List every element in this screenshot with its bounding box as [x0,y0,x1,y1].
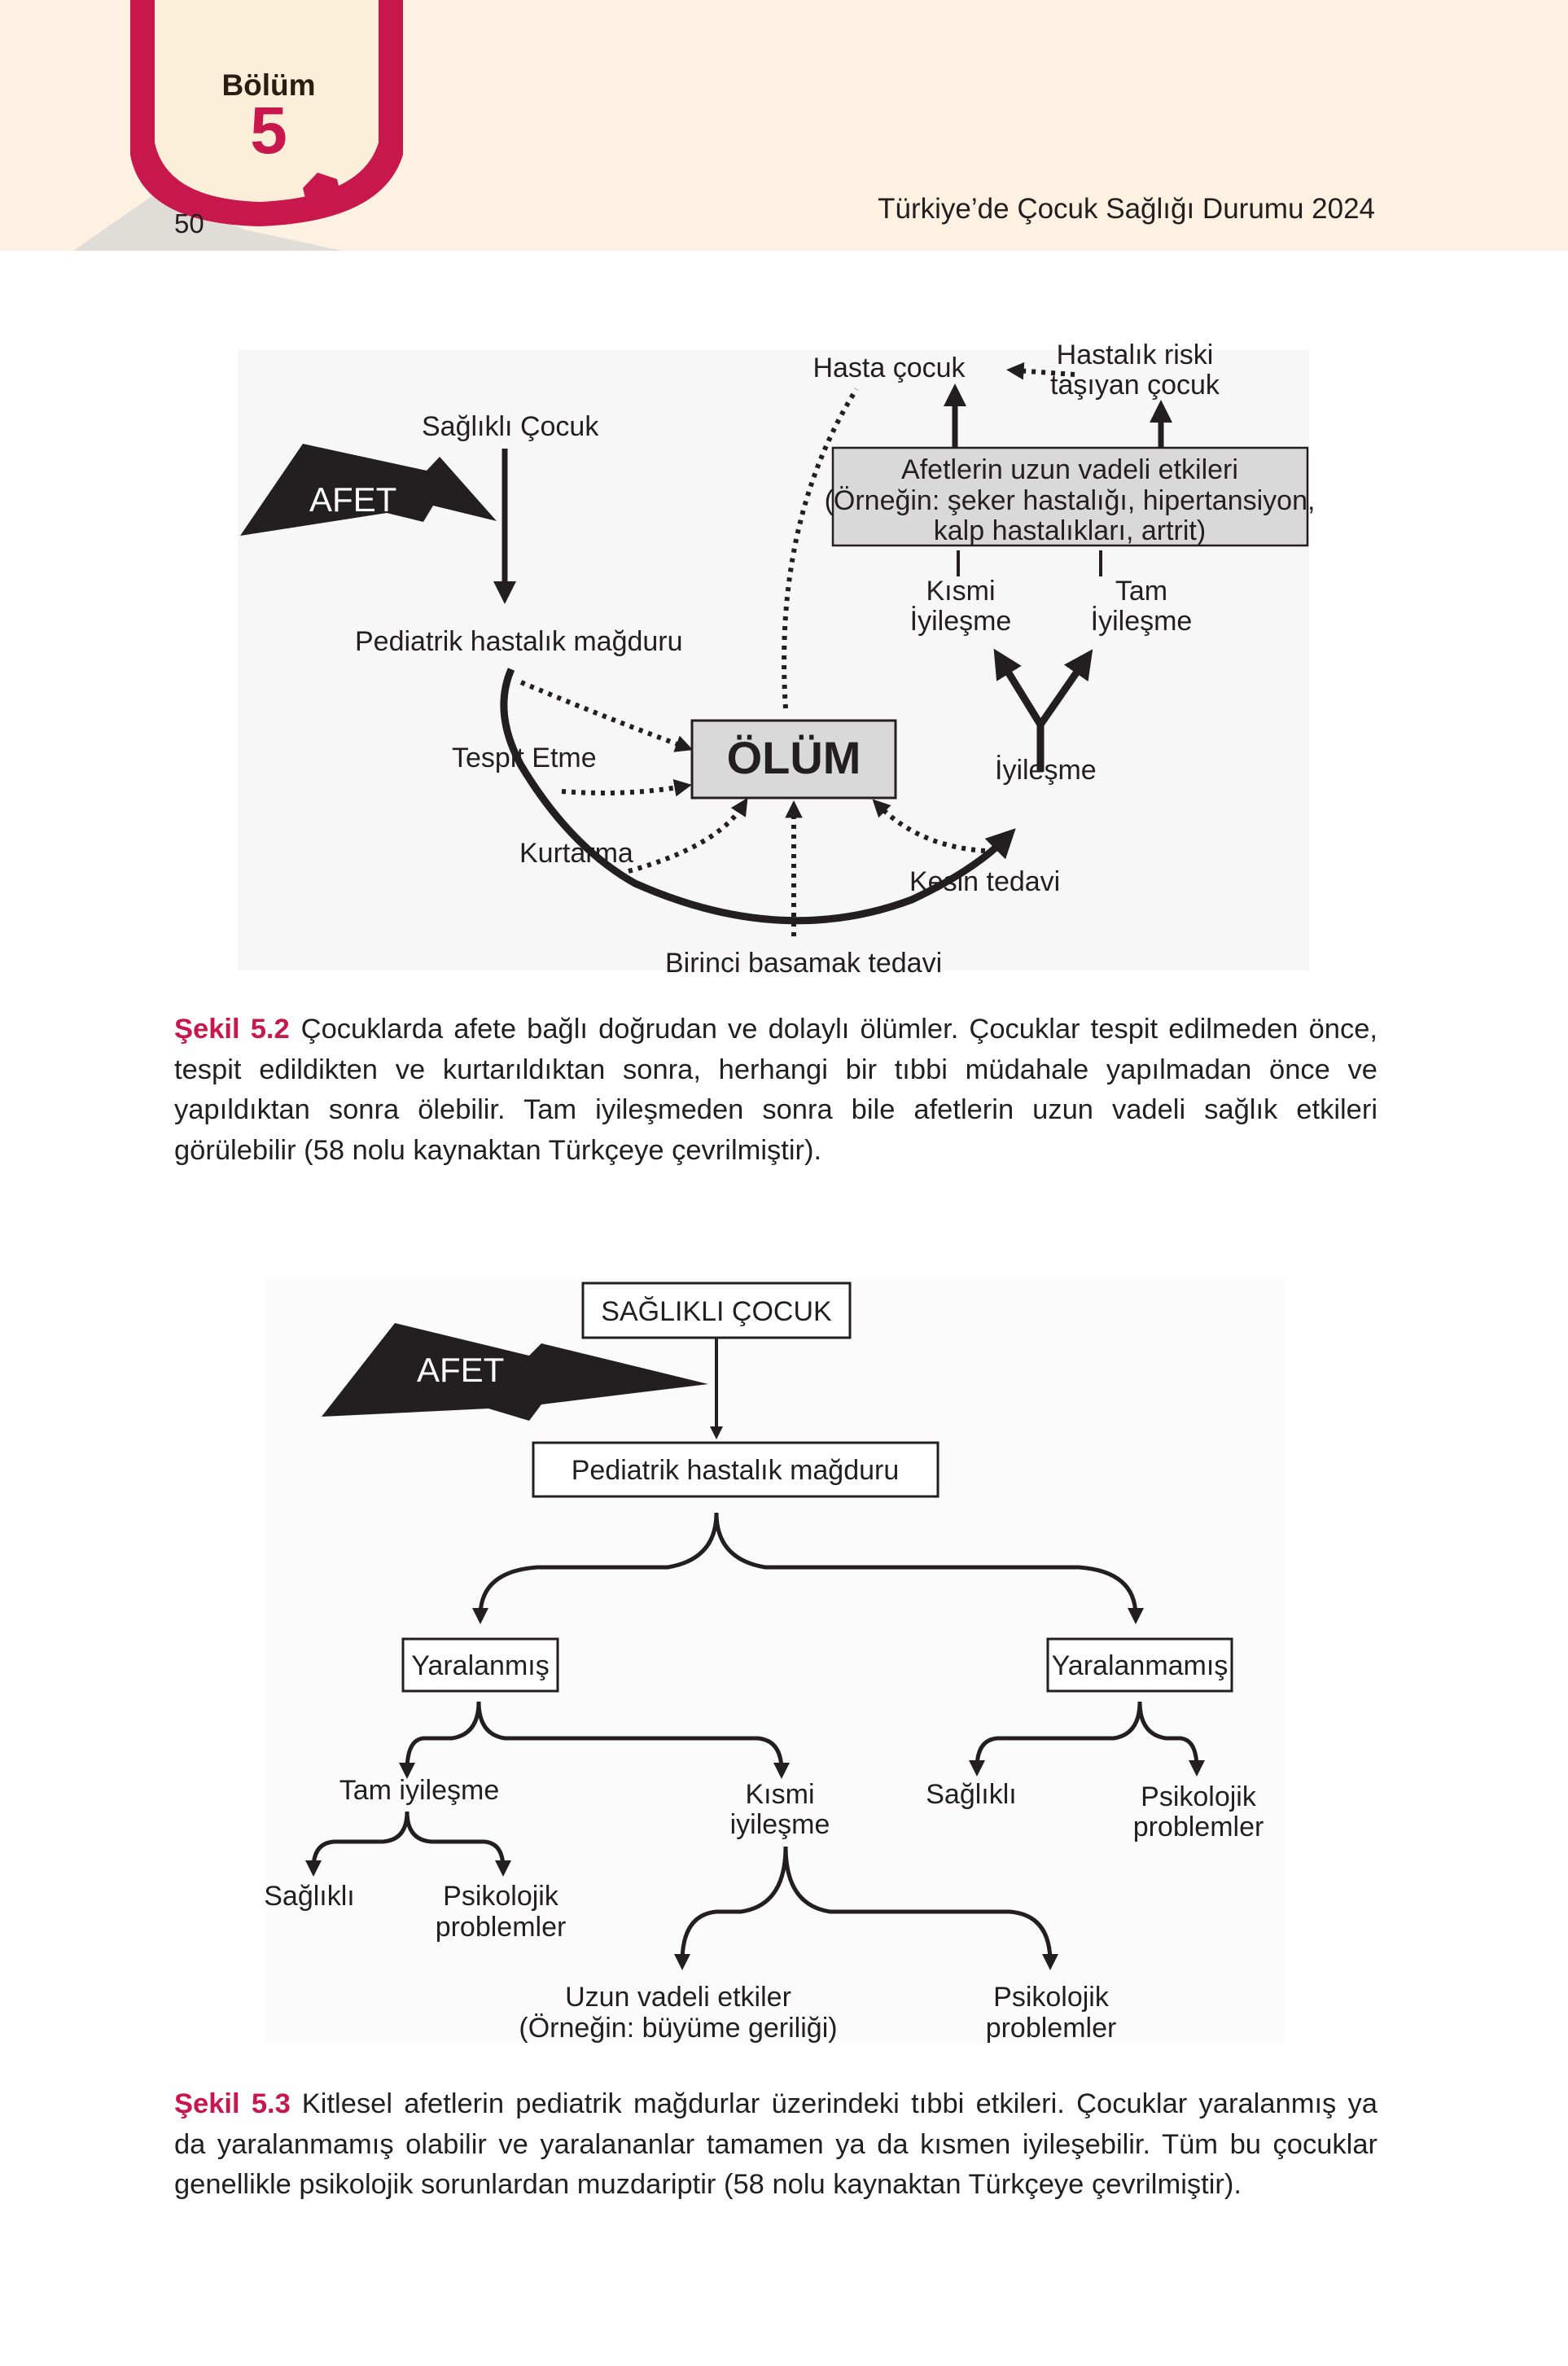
brace-to-saglikli-left [305,1811,410,1877]
arrow-to-kismi [993,648,1044,727]
brace-to-tam [399,1701,481,1779]
saglikli-right-label: Sağlıklı [926,1779,1017,1810]
treatment-pathway-curve [500,668,1016,925]
psiko-right-line1: Psikolojik [1141,1781,1257,1812]
brace-to-kismi [476,1701,790,1779]
chapter-number: 5 [250,94,287,168]
running-title: Türkiye’de Çocuk Sağlığı Durumu 2024 [878,193,1375,225]
brace-to-saglikli-right [969,1701,1142,1777]
psiko-bottom-line2: problemler [986,2013,1117,2044]
pediatrik-box [532,1441,939,1498]
hasta-cocuk-label: Hasta çocuk [812,353,966,383]
psiko-bottom-line1: Psikolojik [993,1982,1110,2013]
afet-lightning-icon-2 [322,1323,708,1421]
uzun-vadeli-box [831,446,1309,547]
saglikli-cocuk-label: Sağlıklı Çocuk [422,411,599,442]
caption-5-2-label: Şekil 5.2 [174,1014,290,1045]
brace-to-psiko-left [405,1811,511,1877]
tam-iyilesme-label: Tam iyileşme [339,1775,499,1806]
dotted-risk-to-hasta [1006,361,1075,380]
brace-left-1 [472,1512,719,1624]
brace-to-psiko-bottom [783,1846,1058,1970]
yaralanmamis-label: Yaralanmamış [1052,1650,1229,1681]
uzun-vadeli-line1: Uzun vadeli etkiler [565,1982,791,2013]
yaralanmis-label: Yaralanmış [411,1650,549,1681]
figure-5-2-diagram: AFET Sağlıklı Çocuk Pediatrik hastalık m… [238,340,1316,979]
brace-to-uzun [674,1846,788,1970]
risk-label-line2: taşıyan çocuk [1050,370,1220,401]
dotted-kurtarma-to-olum [628,797,748,874]
caption-5-3-label: Şekil 5.3 [174,2088,291,2119]
kismi-iyilesme-line2: iyileşme [730,1809,830,1840]
tespit-label: Tespit Etme [452,743,597,773]
birinci-basamak-label: Birinci basamak tedavi [665,948,942,979]
brace-right-1 [714,1512,1144,1624]
brace-to-psiko-right [1137,1701,1205,1777]
pediatrik-label: Pediatrik hastalık mağduru [355,626,683,657]
box-line2: (Örneğin: şeker hastalığı, hipertansiyon… [825,485,1316,516]
arrow-to-tam [1037,649,1093,727]
dotted-kesin-to-olum [872,799,986,853]
psiko-left-line1: Psikolojik [443,1881,559,1912]
afet-label: AFET [309,480,396,519]
figure-5-3-diagram: AFET SAĞLIKLI ÇOCUK Pediatrik hastalık m… [264,1282,1264,2044]
caption-5-2-text: Çocuklarda afete bağlı doğrudan ve dolay… [174,1014,1377,1166]
kismi-label-line2: İyileşme [910,606,1012,637]
caption-5-3-text: Kitlesel afetlerin pediatrik mağdurlar ü… [174,2088,1377,2200]
kismi-label-line1: Kısmi [926,576,996,607]
chapter-tab-graphic [73,0,403,251]
psiko-right-line2: problemler [1133,1812,1264,1842]
box-line1: Afetlerin uzun vadeli etkileri [901,454,1238,485]
yaralanmis-box [401,1637,559,1693]
iyilesme-label: İyileşme [995,755,1097,786]
olum-label: ÖLÜM [727,732,861,783]
box-line3: kalp hastalıkları, artrit) [934,515,1206,546]
afet-label-2: AFET [417,1351,504,1389]
risk-label-line1: Hastalık riski [1057,340,1214,370]
yaralanmamis-box [1046,1637,1233,1693]
chapter-label: Bölüm [221,68,316,102]
tam-label-line2: İyileşme [1091,606,1193,637]
kismi-iyilesme-line1: Kısmi [746,1779,815,1810]
psiko-left-line2: problemler [436,1912,567,1943]
dotted-olum-to-hasta [782,388,859,709]
kesin-tedavi-label: Kesin tedavi [909,866,1060,897]
dotted-victim-to-olum [519,680,694,752]
afet-lightning-icon [240,444,497,536]
saglikli-left-label: Sağlıklı [264,1881,355,1912]
page-number: 50 [174,208,204,239]
tam-label-line1: Tam [1115,576,1167,607]
pediatrik-box-label: Pediatrik hastalık mağduru [572,1455,900,1486]
saglikli-cocuk-box-label: SAĞLIKLI ÇOCUK [601,1296,832,1327]
olum-box [690,719,897,800]
uzun-vadeli-line2: (Örneğin: büyüme geriliği) [519,2013,837,2044]
kurtarma-label: Kurtarma [519,838,633,869]
dotted-tespit-to-olum [561,779,692,797]
saglikli-cocuk-box [581,1282,852,1339]
